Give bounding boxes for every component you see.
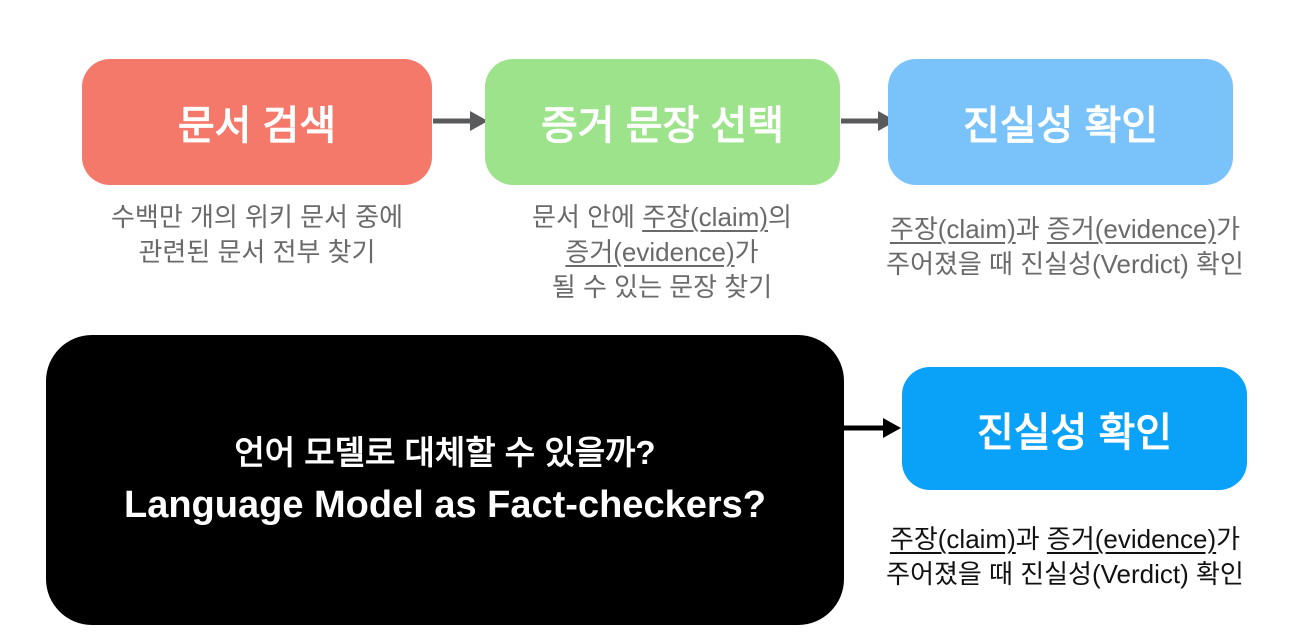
description-line: 주장(claim)과 증거(evidence)가 <box>835 522 1292 557</box>
question-line-korean: 언어 모델로 대체할 수 있을까? <box>234 434 656 471</box>
step-title-document-retrieval: 문서 검색 <box>177 104 337 148</box>
text-segment: 문서 안에 <box>532 202 643 232</box>
text-segment: 과 <box>1015 524 1047 554</box>
flow-arrow-icon-3 <box>844 418 901 438</box>
arrow-head <box>883 418 901 438</box>
step-box-verdict: 진실성 확인 <box>888 59 1233 185</box>
description-line: 문서 안에 주장(claim)의 <box>467 200 857 235</box>
verdict-description-language-model: 주장(claim)과 증거(evidence)가 주어졌을 때 진실성(Verd… <box>835 522 1292 592</box>
description-line: 주어졌을 때 진실성(Verdict) 확인 <box>886 559 1244 589</box>
description-line: 주어졌을 때 진실성(Verdict) 확인 <box>886 249 1244 279</box>
text-segment: 가 <box>1216 214 1241 244</box>
arrow-head <box>878 111 896 131</box>
text-segment: 가 <box>734 237 759 267</box>
underlined-term-evidence: 증거(evidence) <box>1046 214 1217 244</box>
text-segment: 과 <box>1015 214 1047 244</box>
question-box: 언어 모델로 대체할 수 있을까? Language Model as Fact… <box>46 335 844 625</box>
step-description-verdict: 주장(claim)과 증거(evidence)가 주어졌을 때 진실성(Verd… <box>840 212 1290 282</box>
step-box-evidence-selection: 증거 문장 선택 <box>485 59 840 185</box>
underlined-term-evidence: 증거(evidence) <box>565 237 735 267</box>
text-segment: 가 <box>1216 524 1241 554</box>
step-title-evidence-selection: 증거 문장 선택 <box>540 104 785 148</box>
underlined-term-claim: 주장(claim) <box>889 524 1016 554</box>
arrow-head <box>470 111 488 131</box>
verdict-box-language-model: 진실성 확인 <box>902 367 1247 490</box>
flow-arrow-icon-2 <box>841 111 896 131</box>
description-line: 될 수 있는 문장 찾기 <box>551 272 773 302</box>
text-segment: 의 <box>768 202 792 232</box>
flow-arrow-icon-1 <box>433 111 488 131</box>
underlined-term-claim: 주장(claim) <box>642 202 769 232</box>
step-box-document-retrieval: 문서 검색 <box>82 59 432 185</box>
description-line: 주장(claim)과 증거(evidence)가 <box>840 212 1290 247</box>
description-line: 증거(evidence)가 <box>467 235 857 270</box>
underlined-term-claim: 주장(claim) <box>889 214 1016 244</box>
question-line-english: Language Model as Fact-checkers? <box>124 484 766 526</box>
step-title-verdict: 진실성 확인 <box>962 104 1159 148</box>
description-line: 수백만 개의 위키 문서 중에 <box>110 202 403 232</box>
verdict-box-title: 진실성 확인 <box>976 410 1173 455</box>
step-description-evidence-selection: 문서 안에 주장(claim)의 증거(evidence)가 될 수 있는 문장… <box>467 200 857 305</box>
description-line: 관련된 문서 전부 찾기 <box>138 237 376 267</box>
step-description-document-retrieval: 수백만 개의 위키 문서 중에 관련된 문서 전부 찾기 <box>62 200 452 270</box>
underlined-term-evidence: 증거(evidence) <box>1046 524 1217 554</box>
